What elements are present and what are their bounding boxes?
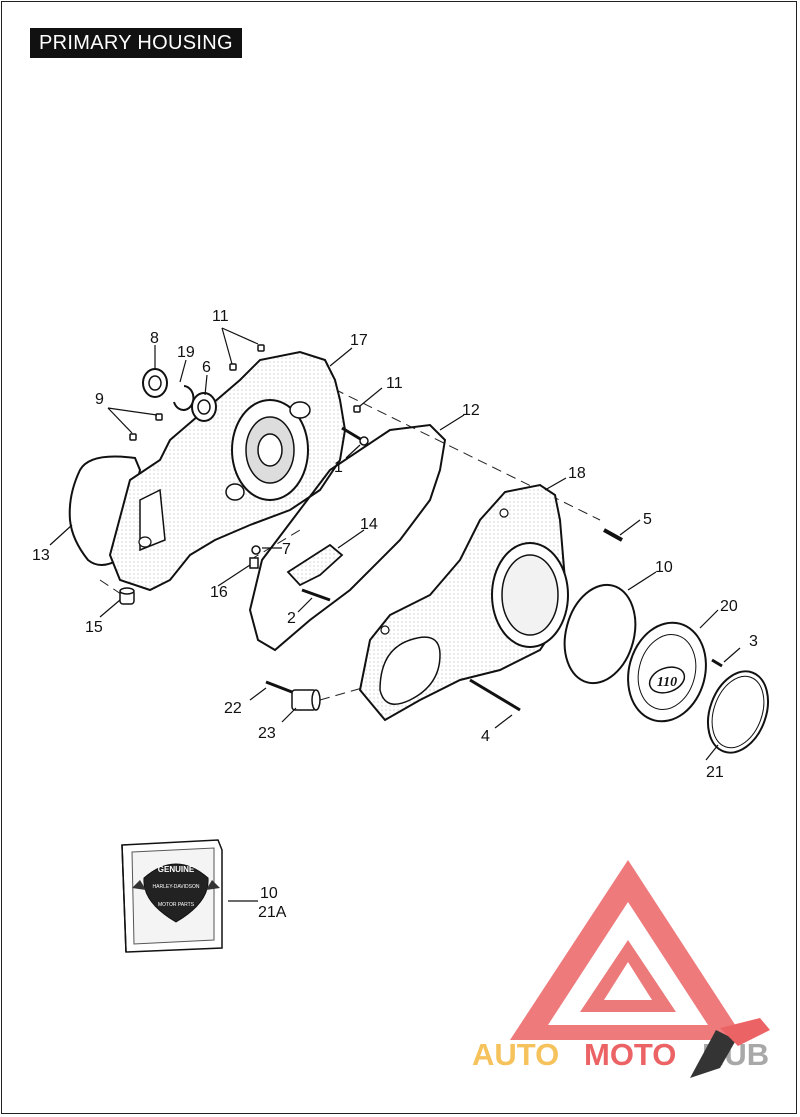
inner-primary-housing <box>108 350 347 592</box>
callout-9: 9 <box>95 391 104 408</box>
o-ring <box>563 583 637 685</box>
callout-kit-21a: 21A <box>258 904 287 921</box>
cover-bolt-short <box>603 528 623 542</box>
callout-16: 16 <box>210 584 228 601</box>
callout-kit-10: 10 <box>260 885 278 902</box>
callout-1: 1 <box>334 459 343 476</box>
derby-screw <box>711 658 723 668</box>
callout-14: 14 <box>360 516 378 533</box>
genuine-parts-badge <box>143 863 209 923</box>
primary-gasket <box>68 455 142 566</box>
retaining-ring-part <box>173 385 195 411</box>
callout-5: 5 <box>643 511 652 528</box>
derby-cover: 110 <box>627 621 707 723</box>
callout-23: 23 <box>258 725 276 742</box>
primary-cover-gasket <box>248 423 447 652</box>
derby-gasket <box>707 670 769 754</box>
dowel-pins <box>129 344 361 441</box>
cover-bolt-long <box>469 678 521 712</box>
watermark-auto: AUTO <box>472 1037 559 1072</box>
callout-20: 20 <box>720 598 738 615</box>
badge-genuine-text: GENUINE <box>158 865 195 874</box>
badge-brand-text: HARLEY-DAVIDSON <box>153 884 200 890</box>
page-title: PRIMARY HOUSING <box>30 28 242 58</box>
callout-11-top: 11 <box>212 308 229 325</box>
callout-7: 7 <box>282 541 291 558</box>
callout-12: 12 <box>462 402 480 419</box>
mount-spacer <box>291 689 321 711</box>
mount-screw <box>265 680 293 694</box>
callout-15: 15 <box>85 619 103 636</box>
automotohub-watermark: AUTO MOTO HUB <box>472 860 770 1078</box>
small-screws <box>249 545 261 569</box>
callout-18: 18 <box>568 465 586 482</box>
housing-bolt <box>341 426 369 446</box>
seal-part <box>191 392 217 422</box>
watermark-moto: MOTO <box>584 1037 676 1072</box>
dowel-sleeve <box>119 587 135 605</box>
callout-2: 2 <box>287 610 296 627</box>
callout-22: 22 <box>224 700 242 717</box>
cover-logo-text: 110 <box>657 675 677 690</box>
callout-21: 21 <box>706 764 724 781</box>
gasket-kit-package: GENUINE HARLEY-DAVIDSON MOTOR PARTS <box>121 839 223 953</box>
callout-17: 17 <box>350 332 368 349</box>
callout-8: 8 <box>150 330 159 347</box>
callout-4: 4 <box>481 728 490 745</box>
watermark-bike-icon <box>690 1030 736 1078</box>
callout-3: 3 <box>749 633 758 650</box>
callout-10: 10 <box>655 559 673 576</box>
chain-adjuster <box>286 543 344 602</box>
callout-13: 13 <box>32 547 50 564</box>
primary-cover <box>358 483 569 722</box>
leader-lines <box>49 327 741 761</box>
callout-19: 19 <box>177 344 195 361</box>
callout-6: 6 <box>202 359 211 376</box>
bearing-part <box>142 368 168 398</box>
callout-11-right: 11 <box>386 375 403 392</box>
badge-motor-parts-text: MOTOR PARTS <box>158 902 195 908</box>
